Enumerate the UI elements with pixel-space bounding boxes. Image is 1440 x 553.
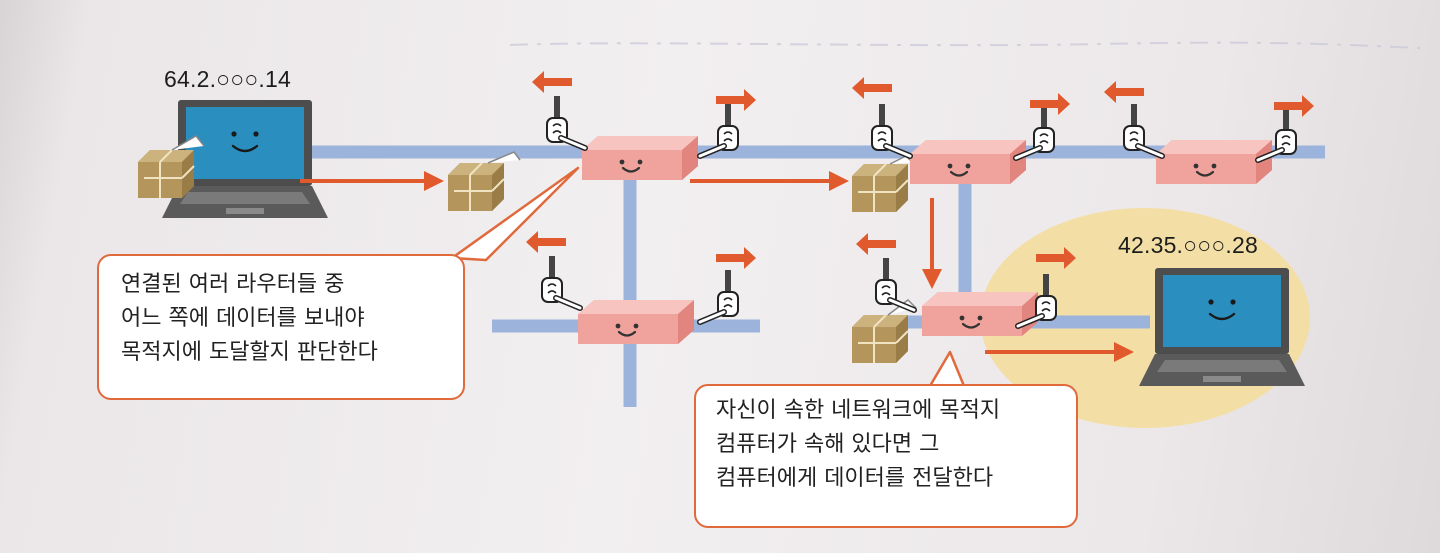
callout-line: 연결된 여러 라우터들 중: [121, 272, 345, 297]
callout-line: 어느 쪽에 데이터를 보내야: [121, 306, 365, 331]
router-icon: [576, 298, 696, 346]
top-decoration: [509, 41, 1421, 49]
router-icon: [908, 138, 1028, 186]
arrow-right-icon: [1030, 93, 1070, 115]
arrow-right-icon: [1274, 95, 1314, 117]
arrow-left-icon: [1104, 81, 1144, 103]
final-delivery-callout: 자신이 속한 네트워크에 목적지 컴퓨터가 속해 있다면 그 컴퓨터에게 데이터…: [694, 384, 1078, 528]
arrow-left-icon: [532, 71, 572, 93]
source-ip-label: 64.2.○○○.14: [164, 66, 292, 92]
wrench-hand-icon: [547, 96, 585, 148]
package-tag-icon: [171, 135, 205, 151]
callout-line: 자신이 속한 네트워크에 목적지: [716, 398, 1001, 423]
router-decision-callout: 연결된 여러 라우터들 중 어느 쪽에 데이터를 보내야 목적지에 도달할지 판…: [97, 254, 465, 400]
package-tag-icon: [487, 151, 521, 164]
router-icon: [920, 290, 1040, 338]
destination-ip-label: 42.35.○○○.28: [1118, 232, 1258, 258]
arrow-right-icon: [716, 89, 756, 111]
router-icon: [1154, 138, 1274, 186]
router-icon: [580, 134, 700, 182]
callout-line: 컴퓨터가 속해 있다면 그: [716, 432, 940, 457]
arrow-left-icon: [852, 77, 892, 99]
callout-line: 목적지에 도달할지 판단한다: [121, 340, 378, 365]
callout-line: 컴퓨터에게 데이터를 전달한다: [716, 466, 994, 491]
package-icon: [137, 149, 195, 199]
callout-pointer: [928, 350, 966, 388]
arrow-right-icon: [716, 247, 756, 269]
data-flow-arrows: [300, 171, 1134, 362]
wrench-hand-icon: [700, 270, 738, 322]
arrow-left-icon: [526, 231, 566, 253]
arrow-left-icon: [856, 233, 896, 255]
package-icon: [851, 314, 909, 364]
destination-laptop-icon: [1137, 266, 1307, 388]
callout-pointer: [450, 166, 580, 262]
package-icon: [851, 163, 909, 213]
package-icon: [447, 162, 505, 212]
wrench-hand-icon: [542, 256, 580, 308]
